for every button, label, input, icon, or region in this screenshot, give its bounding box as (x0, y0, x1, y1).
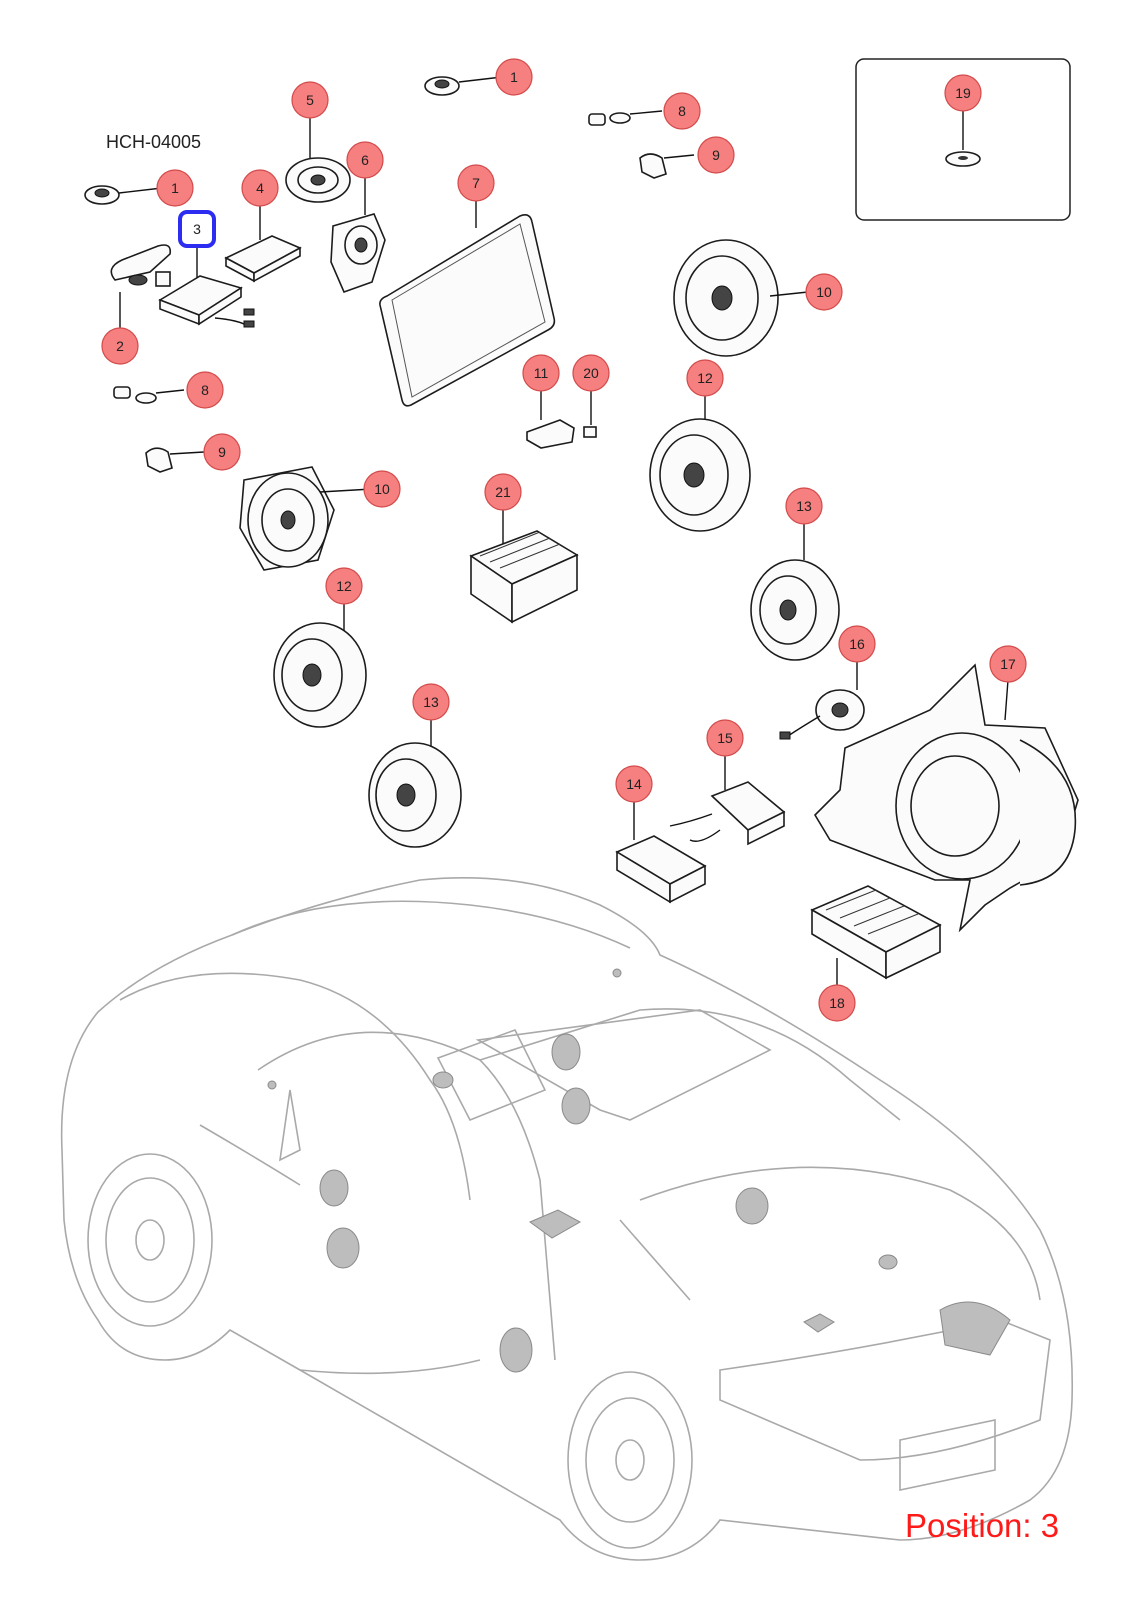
callout-11[interactable]: 11 (522, 354, 560, 392)
part-1-tweeter-a (84, 185, 163, 205)
part-16-speaker (779, 660, 865, 740)
svg-text:7: 7 (472, 175, 480, 191)
part-15-module (669, 756, 786, 846)
svg-text:9: 9 (218, 444, 226, 460)
svg-text:12: 12 (697, 370, 713, 386)
svg-text:18: 18 (829, 995, 845, 1011)
part-7-display (379, 200, 556, 407)
callout-8-a[interactable]: 8 (186, 371, 224, 409)
svg-text:1: 1 (171, 180, 179, 196)
part-8-sensor-b (588, 110, 663, 126)
part-18-amplifier (810, 885, 942, 990)
callout-4[interactable]: 4 (241, 169, 279, 207)
callout-13-a[interactable]: 13 (412, 683, 450, 721)
svg-text:8: 8 (201, 382, 209, 398)
part-17-subwoofer (813, 663, 1079, 933)
part-12-speaker-right (649, 396, 751, 532)
svg-text:13: 13 (796, 498, 812, 514)
callout-18[interactable]: 18 (818, 984, 856, 1022)
callout-5[interactable]: 5 (291, 81, 329, 119)
svg-text:11: 11 (534, 365, 549, 381)
position-label: Position: 3 (905, 1507, 1060, 1544)
callout-15[interactable]: 15 (706, 719, 744, 757)
car-illustration (60, 876, 1074, 1561)
inset-box (855, 58, 1071, 221)
part-3-module (158, 245, 255, 328)
svg-text:21: 21 (495, 484, 511, 500)
part-13-speaker-left (368, 720, 462, 848)
svg-text:17: 17 (1000, 656, 1016, 672)
svg-text:20: 20 (583, 365, 599, 381)
part-6-speaker-bracket (330, 177, 386, 294)
callout-10-a[interactable]: 10 (363, 470, 401, 508)
callout-1-b[interactable]: 1 (495, 58, 533, 96)
callout-17[interactable]: 17 (989, 645, 1027, 683)
diagram-code: HCH-04005 (106, 132, 202, 152)
callout-9-a[interactable]: 9 (203, 433, 241, 471)
part-8-sensor-a (113, 386, 185, 404)
svg-text:8: 8 (678, 103, 686, 119)
part-2-bracket (110, 244, 172, 328)
callout-14[interactable]: 14 (615, 765, 653, 803)
callout-3-selected[interactable]: 3 (178, 210, 216, 248)
svg-text:9: 9 (712, 147, 720, 163)
callout-9-b[interactable]: 9 (697, 136, 735, 174)
callout-16[interactable]: 16 (838, 625, 876, 663)
part-9-sensor-a (145, 447, 205, 473)
part-21-amplifier (469, 509, 579, 624)
callout-20[interactable]: 20 (572, 354, 610, 392)
callout-10-b[interactable]: 10 (805, 273, 843, 311)
part-10-woofer-right (673, 239, 809, 357)
svg-text:10: 10 (816, 284, 832, 300)
callout-12-b[interactable]: 12 (686, 359, 724, 397)
callout-13-b[interactable]: 13 (785, 487, 823, 525)
part-14-module (615, 802, 707, 904)
part-1-tweeter-b (424, 76, 503, 96)
callout-19[interactable]: 19 (944, 74, 982, 112)
part-11-part-20 (526, 386, 597, 449)
svg-text:15: 15 (717, 730, 733, 746)
svg-text:2: 2 (116, 338, 124, 354)
svg-text:4: 4 (256, 180, 264, 196)
callout-1-a[interactable]: 1 (156, 169, 194, 207)
callout-8-b[interactable]: 8 (663, 92, 701, 130)
callout-21[interactable]: 21 (484, 473, 522, 511)
callout-6[interactable]: 6 (346, 141, 384, 179)
svg-text:10: 10 (374, 481, 390, 497)
part-10-woofer-left (239, 466, 373, 571)
svg-text:3: 3 (193, 221, 201, 237)
svg-text:12: 12 (336, 578, 352, 594)
svg-text:6: 6 (361, 152, 369, 168)
svg-text:16: 16 (849, 636, 865, 652)
part-13-speaker-right (750, 524, 840, 661)
svg-text:1: 1 (510, 69, 518, 85)
part-12-speaker-left (273, 604, 367, 728)
svg-text:14: 14 (626, 776, 642, 792)
part-5-speaker (285, 117, 351, 203)
part-4-module (224, 200, 302, 283)
callout-2[interactable]: 2 (101, 327, 139, 365)
svg-text:5: 5 (306, 92, 314, 108)
callout-7[interactable]: 7 (457, 164, 495, 202)
callout-12-a[interactable]: 12 (325, 567, 363, 605)
part-9-sensor-b (639, 153, 695, 179)
svg-text:13: 13 (423, 694, 439, 710)
svg-text:19: 19 (955, 85, 971, 101)
